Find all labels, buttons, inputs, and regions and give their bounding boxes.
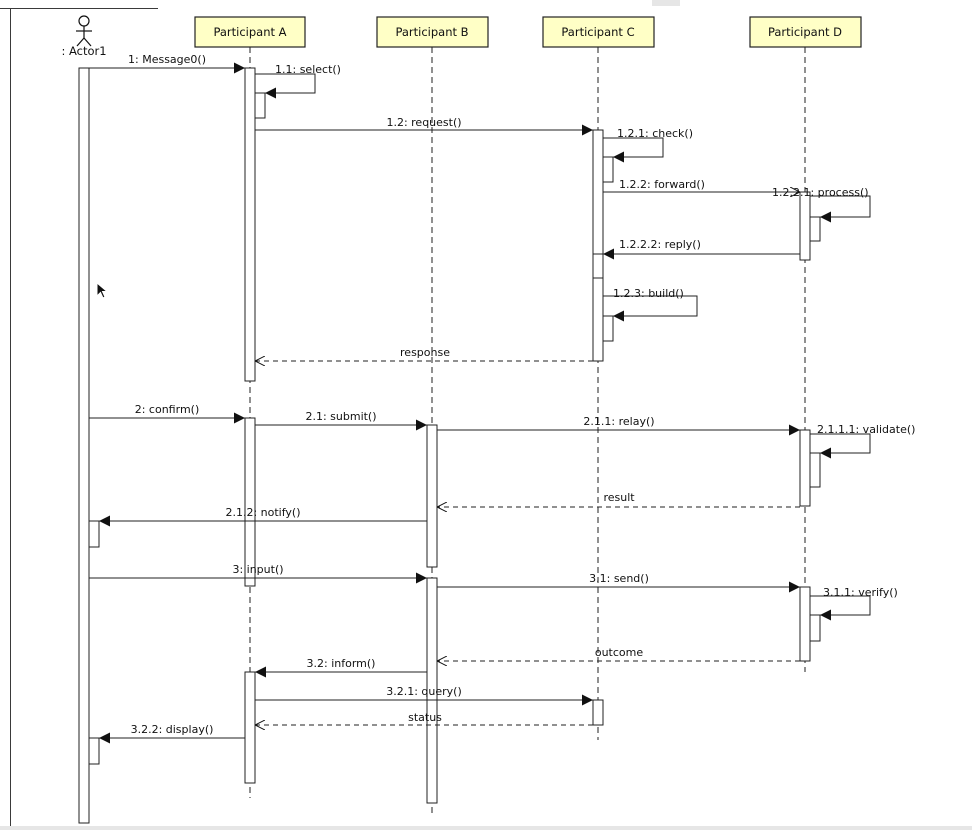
message-label: 1.2.3: build() xyxy=(613,287,684,300)
participant-header-4[interactable]: Participant D xyxy=(749,16,862,48)
message-3-2-2[interactable]: 3.2.2: display() xyxy=(99,723,245,744)
message-3-1[interactable]: 3.1: send() xyxy=(437,572,800,593)
actor-figure xyxy=(76,15,92,47)
message-label: 3.1.1: verify() xyxy=(823,586,898,599)
message-1-2-2-2[interactable]: 1.2.2.2: reply() xyxy=(603,238,800,260)
message-2-1[interactable]: 2.1: submit() xyxy=(255,410,427,431)
participant-header-3[interactable]: Participant C xyxy=(542,16,655,48)
message-label: 1.2.1: check() xyxy=(617,127,693,140)
actor-name: : Actor1 xyxy=(61,44,106,58)
message-label: status xyxy=(408,711,442,724)
activation-actor-main xyxy=(78,67,90,824)
message-3[interactable]: 3: input() xyxy=(89,563,427,584)
participant-label: Participant A xyxy=(213,25,286,39)
activation-p3-a xyxy=(592,129,604,362)
message-1-1[interactable]: 1.1: select() xyxy=(255,63,341,99)
activation-p1-a-self xyxy=(254,92,266,119)
message-1-2[interactable]: 1.2: request() xyxy=(255,116,593,136)
participant-label: Participant D xyxy=(768,25,842,39)
participant-header-1[interactable]: Participant A xyxy=(194,16,306,48)
message-return-4[interactable]: status xyxy=(255,711,593,725)
participant-label: Participant C xyxy=(561,25,634,39)
message-label: 2.1.2: notify() xyxy=(225,506,300,519)
message-1-2-2[interactable]: 1.2.2: forward() xyxy=(603,178,800,192)
activation-p4-a-self xyxy=(809,216,821,242)
activation-p3-a-mid xyxy=(592,253,604,279)
message-1-2-3[interactable]: 1.2.3: build() xyxy=(603,287,698,322)
message-label: 3.2: inform() xyxy=(307,657,376,670)
message-1-2-2-1[interactable]: 1.2.2.1: process() xyxy=(772,186,871,223)
message-3-2-1[interactable]: 3.2.1: query() xyxy=(255,685,593,706)
message-label: 2: confirm() xyxy=(135,403,200,416)
message-label: 1.2: request() xyxy=(386,116,461,129)
activation-p2-a xyxy=(426,424,438,568)
activation-p4-c xyxy=(799,586,811,662)
message-1[interactable]: 1: Message0() xyxy=(89,53,245,74)
message-label: 2.1.1.1: validate() xyxy=(817,423,915,436)
message-label: 1.2.2: forward() xyxy=(619,178,705,191)
message-2[interactable]: 2: confirm() xyxy=(89,403,245,424)
message-return-3[interactable]: outcome xyxy=(437,646,800,661)
message-label: result xyxy=(603,491,635,504)
activation-actor-3 xyxy=(88,737,100,765)
activation-p2-b xyxy=(426,577,438,804)
frame-left-border xyxy=(10,8,11,826)
message-label: outcome xyxy=(595,646,644,659)
frame-top-shade xyxy=(652,0,680,6)
activation-p3-a-self1 xyxy=(602,156,614,183)
activation-p4-b xyxy=(799,429,811,507)
mouse-pointer-icon xyxy=(96,282,109,299)
activation-p1-b xyxy=(244,417,256,587)
message-label: 1.2.2.2: reply() xyxy=(619,238,701,251)
message-label: response xyxy=(400,346,450,359)
activation-p1-a xyxy=(244,67,256,382)
message-label: 2.1: submit() xyxy=(305,410,376,423)
message-label: 3.1: send() xyxy=(589,572,649,585)
message-return-2[interactable]: result xyxy=(437,491,800,507)
activation-p3-b xyxy=(592,699,604,726)
participant-label: Participant B xyxy=(395,25,468,39)
message-2-1-1-1[interactable]: 2.1.1.1: validate() xyxy=(810,423,915,459)
message-2-1-1[interactable]: 2.1.1: relay() xyxy=(437,415,800,436)
message-label: 3.2.1: query() xyxy=(386,685,462,698)
frame-bottom-shade xyxy=(0,826,972,830)
message-3-1-1[interactable]: 3.1.1: verify() xyxy=(810,586,898,621)
message-label: 3.2.2: display() xyxy=(131,723,214,736)
activation-actor-2 xyxy=(88,520,100,548)
message-label: 3: input() xyxy=(232,563,283,576)
message-label: 1.2.2.1: process() xyxy=(772,186,869,199)
message-3-2[interactable]: 3.2: inform() xyxy=(255,657,427,678)
participant-header-2[interactable]: Participant B xyxy=(376,16,489,48)
activation-p4-a xyxy=(799,191,811,261)
frame-top-left-border xyxy=(0,8,158,9)
activation-p4-b-self xyxy=(809,452,821,488)
activation-p4-c-self xyxy=(809,614,821,642)
activation-p3-a-self2 xyxy=(602,315,614,342)
message-label: 2.1.1: relay() xyxy=(583,415,654,428)
message-label: 1.1: select() xyxy=(275,63,341,76)
message-label: 1: Message0() xyxy=(128,53,206,66)
message-1-2-1[interactable]: 1.2.1: check() xyxy=(603,127,693,163)
message-return-1[interactable]: response xyxy=(255,346,593,361)
message-2-1-2[interactable]: 2.1.2: notify() xyxy=(99,506,427,527)
activation-p1-c xyxy=(244,671,256,784)
